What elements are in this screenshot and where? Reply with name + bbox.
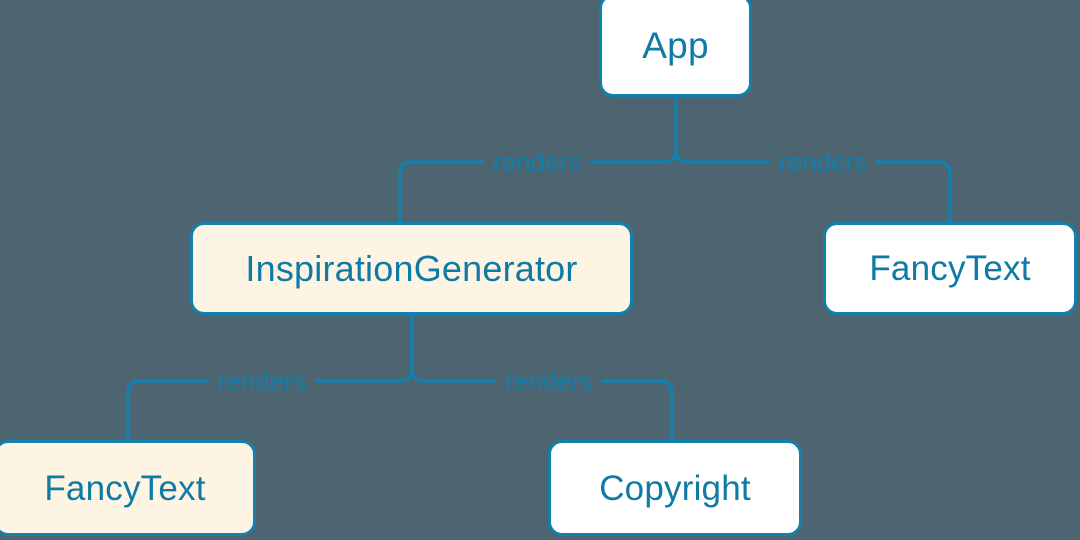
node-fancytext-right[interactable]: FancyText bbox=[823, 222, 1077, 315]
edge-label-app-to-fancytext-right: renders bbox=[769, 149, 877, 175]
edge-app-to-inspiration bbox=[398, 160, 414, 224]
edge-inspiration-to-fancytext-bottom bbox=[126, 379, 142, 442]
edge-inspiration-trunk-right bbox=[410, 367, 662, 383]
node-copyright[interactable]: Copyright bbox=[548, 440, 802, 536]
node-inspiration-generator[interactable]: InspirationGenerator bbox=[190, 222, 633, 315]
edge-label-inspiration-generator-to-fancytext-bottom: renders bbox=[208, 368, 316, 394]
node-fancytext-right-label: FancyText bbox=[869, 249, 1031, 288]
edge-label-app-to-inspiration-generator: renders bbox=[483, 149, 591, 175]
edge-inspiration-to-copyright bbox=[658, 379, 674, 442]
edge-label-inspiration-generator-to-copyright: renders bbox=[495, 368, 603, 394]
edge-app-trunk-right bbox=[674, 148, 940, 164]
edge-app-to-fancytext-right bbox=[936, 160, 952, 224]
node-fancytext-bottom-label: FancyText bbox=[44, 468, 206, 508]
node-app[interactable]: App bbox=[599, 0, 752, 97]
node-fancytext-bottom[interactable]: FancyText bbox=[0, 440, 256, 536]
node-copyright-label: Copyright bbox=[599, 468, 751, 508]
node-inspiration-generator-label: InspirationGenerator bbox=[245, 247, 578, 289]
node-app-label: App bbox=[642, 25, 709, 66]
